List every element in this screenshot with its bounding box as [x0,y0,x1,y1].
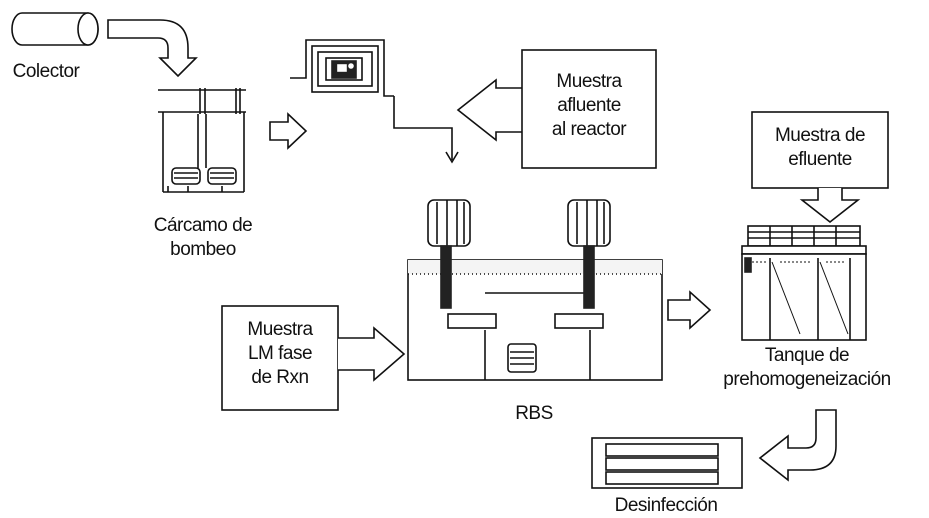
label-colector: Colector [12,61,80,82]
carcamo-tank [158,88,246,193]
text-muestra-afluente-1: Muestra [556,71,622,92]
text-muestra-efluente: Muestra de efluente [752,124,888,172]
text-muestra-afluente-2: afluente [557,95,621,116]
arrow-muestra-afluente [456,78,522,142]
arrow-muestra-lm [338,326,406,382]
label-tanque: Tanque de prehomogeneización [702,344,912,392]
arrow-to-tanque [667,290,712,330]
tanque [741,225,867,341]
label-tanque-line1: Tanque de [764,345,850,366]
text-muestra-afluente-3: al reactor [551,119,627,140]
rbs-reactor [407,199,663,381]
text-muestra-lm: Muestra LM fase de Rxn [222,318,338,390]
text-muestra-lm-1: Muestra [247,319,313,340]
label-carcamo: Cárcamo de bombeo [140,214,266,262]
label-desinfeccion: Desinfección [614,495,718,516]
bent-arrow-desinfeccion [758,409,837,482]
label-carcamo-line2: bombeo [170,239,236,260]
arrow-to-pump [269,112,308,150]
text-muestra-lm-3: de Rxn [251,367,309,388]
text-muestra-efluente-2: efluente [788,149,852,170]
box-muestra-afluente [521,49,657,169]
label-tanque-line2: prehomogeneización [723,369,891,390]
text-muestra-efluente-1: Muestra de [774,125,866,146]
pump-housing [290,39,394,97]
feed-pipe [393,96,459,164]
colector-pipe [11,12,99,46]
box-muestra-lm [221,305,339,411]
arrow-muestra-efluente [799,188,861,224]
desinfeccion-unit [591,437,743,489]
bent-arrow-colector [107,19,198,78]
label-rbs: RBS [515,403,553,424]
text-muestra-afluente: Muestra afluente al reactor [522,70,656,142]
label-carcamo-line1: Cárcamo de [153,215,253,236]
text-muestra-lm-2: LM fase [247,343,313,364]
